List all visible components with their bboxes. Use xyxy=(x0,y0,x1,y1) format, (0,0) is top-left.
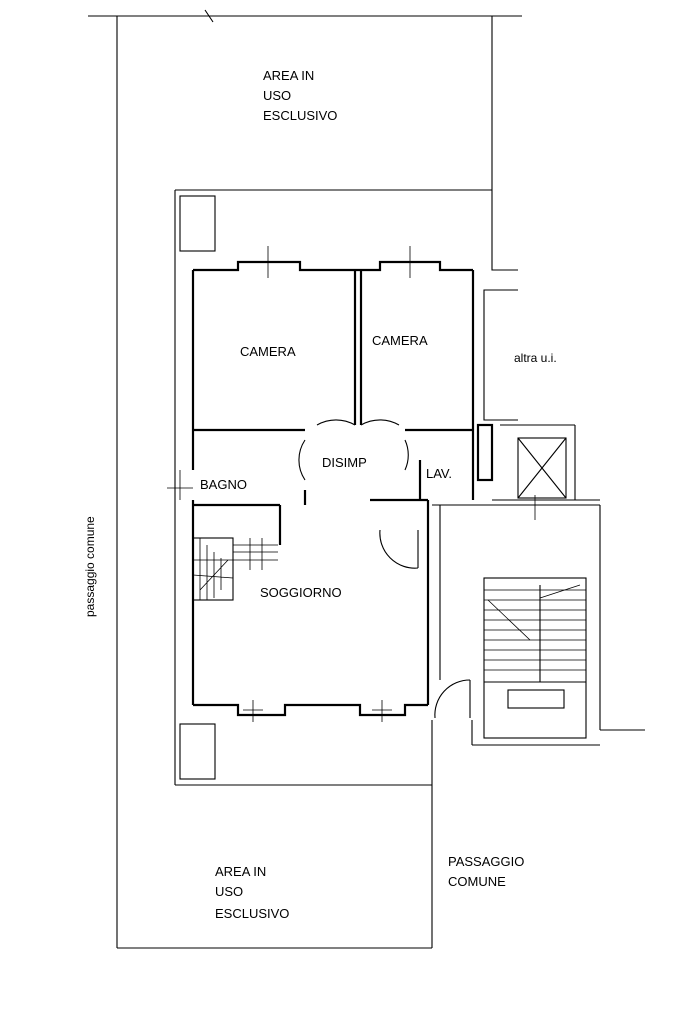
label-passaggio-comune-vertical: passaggio comune xyxy=(83,516,97,617)
area-top-line1: AREA IN xyxy=(263,68,314,83)
area-bottom-line2: USO xyxy=(215,884,243,899)
lot-boundary xyxy=(88,9,522,949)
label-altra-ui: altra u.i. xyxy=(514,351,557,365)
label-passaggio-comune-line2: COMUNE xyxy=(448,874,506,889)
room-label-soggiorno: SOGGIORNO xyxy=(260,585,342,600)
label-passaggio-comune-line1: PASSAGGIO xyxy=(448,854,524,869)
area-bottom-line1: AREA IN xyxy=(215,864,266,879)
room-label-disimp: DISIMP xyxy=(322,455,367,470)
adjacent-structures xyxy=(432,252,645,746)
room-label-bagno: BAGNO xyxy=(200,477,247,492)
internal-stair xyxy=(192,537,278,601)
door-swings xyxy=(298,419,471,719)
area-bottom-line3: ESCLUSIVO xyxy=(215,906,289,921)
building-walls xyxy=(167,189,492,785)
area-top-line3: ESCLUSIVO xyxy=(263,108,337,123)
room-label-camera-left: CAMERA xyxy=(240,344,296,359)
room-label-camera-right: CAMERA xyxy=(372,333,428,348)
room-label-lav: LAV. xyxy=(426,466,452,481)
area-top-line2: USO xyxy=(263,88,291,103)
